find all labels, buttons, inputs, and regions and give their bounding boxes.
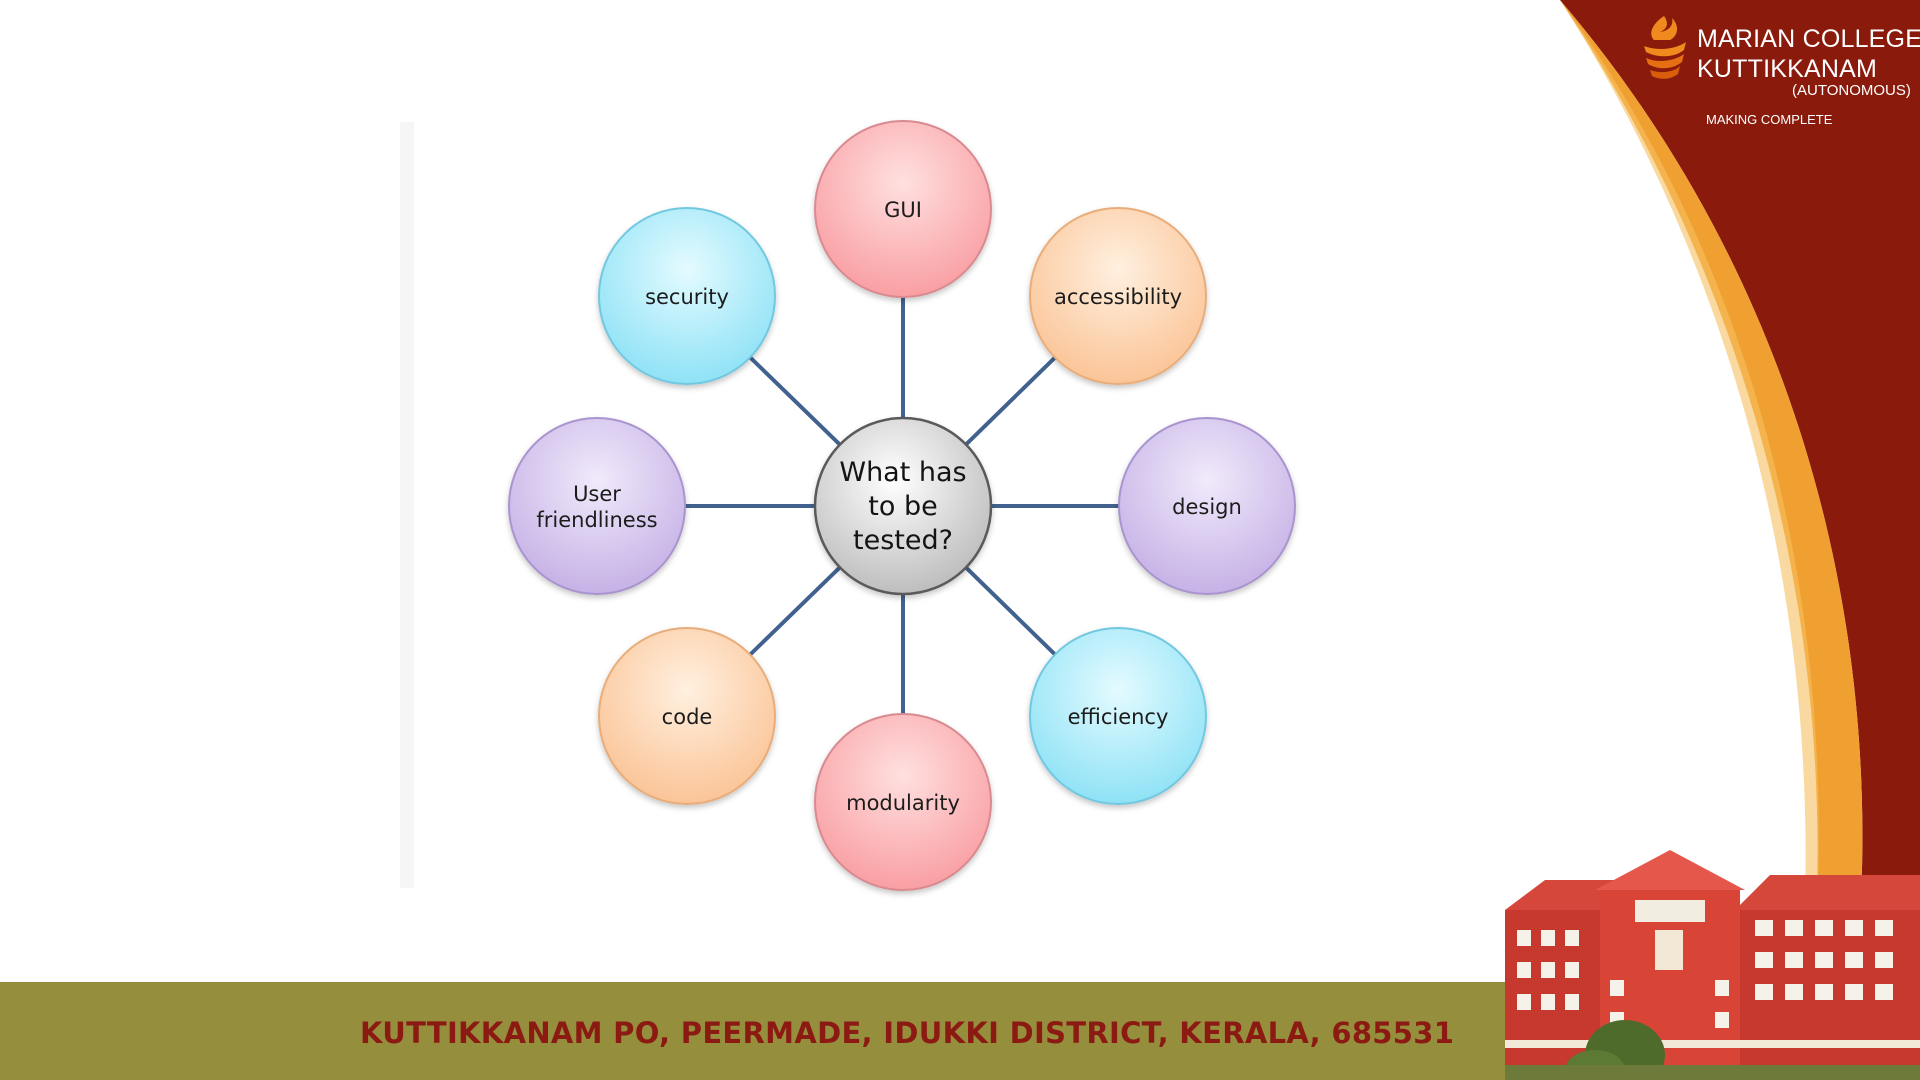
node-gui: GUI (814, 120, 992, 298)
college-logo: MARIAN COLLEGE KUTTIKKANAM (AUTONOMOUS) … (1640, 14, 1920, 134)
node-circle-code (598, 627, 776, 805)
node-circle-modularity (814, 713, 992, 891)
node-label-code: code (662, 705, 713, 729)
node-design: design (1118, 417, 1296, 595)
node-label-modularity: modularity (846, 791, 960, 815)
node-circle-efficiency (1029, 627, 1207, 805)
flame-logo-icon (1644, 16, 1686, 79)
node-circle-security (598, 207, 776, 385)
node-label-gui: GUI (884, 198, 922, 222)
node-modularity: modularity (814, 713, 992, 891)
node-label-security: security (645, 285, 729, 309)
college-name: MARIAN COLLEGE KUTTIKKANAM (1697, 24, 1920, 84)
node-circle-gui (814, 120, 992, 298)
college-building-image (1505, 850, 1920, 1080)
node-accessibility: accessibility (1029, 207, 1207, 385)
node-group: GUI accessibility design efficiency modulari… (508, 120, 1296, 891)
node-circle-user-friendliness (508, 417, 686, 595)
hub-label: What has (839, 457, 966, 488)
hub-label: to be (868, 491, 937, 522)
node-label-efficiency: efficiency (1068, 705, 1169, 729)
node-circle-accessibility (1029, 207, 1207, 385)
footer-address: KUTTIKKANAM PO, PEERMADE, IDUKKI DISTRIC… (360, 1016, 1455, 1050)
college-name-line2: KUTTIKKANAM (1697, 55, 1877, 83)
node-efficiency: efficiency (1029, 627, 1207, 805)
autonomous-label: (AUTONOMOUS) (1792, 82, 1911, 99)
node-code: code (598, 627, 776, 805)
hub-circle (813, 416, 993, 596)
college-name-line1: MARIAN COLLEGE (1697, 25, 1920, 53)
tagline: MAKING COMPLETE (1706, 112, 1833, 127)
node-label-user-friendliness: User (573, 482, 621, 506)
node-security: security (598, 207, 776, 385)
node-label-user-friendliness: friendliness (536, 508, 657, 532)
slide-edge (400, 122, 414, 888)
node-circle-design (1118, 417, 1296, 595)
hub-label: tested? (853, 525, 953, 556)
node-label-accessibility: accessibility (1054, 285, 1182, 309)
node-label-design: design (1172, 495, 1242, 519)
